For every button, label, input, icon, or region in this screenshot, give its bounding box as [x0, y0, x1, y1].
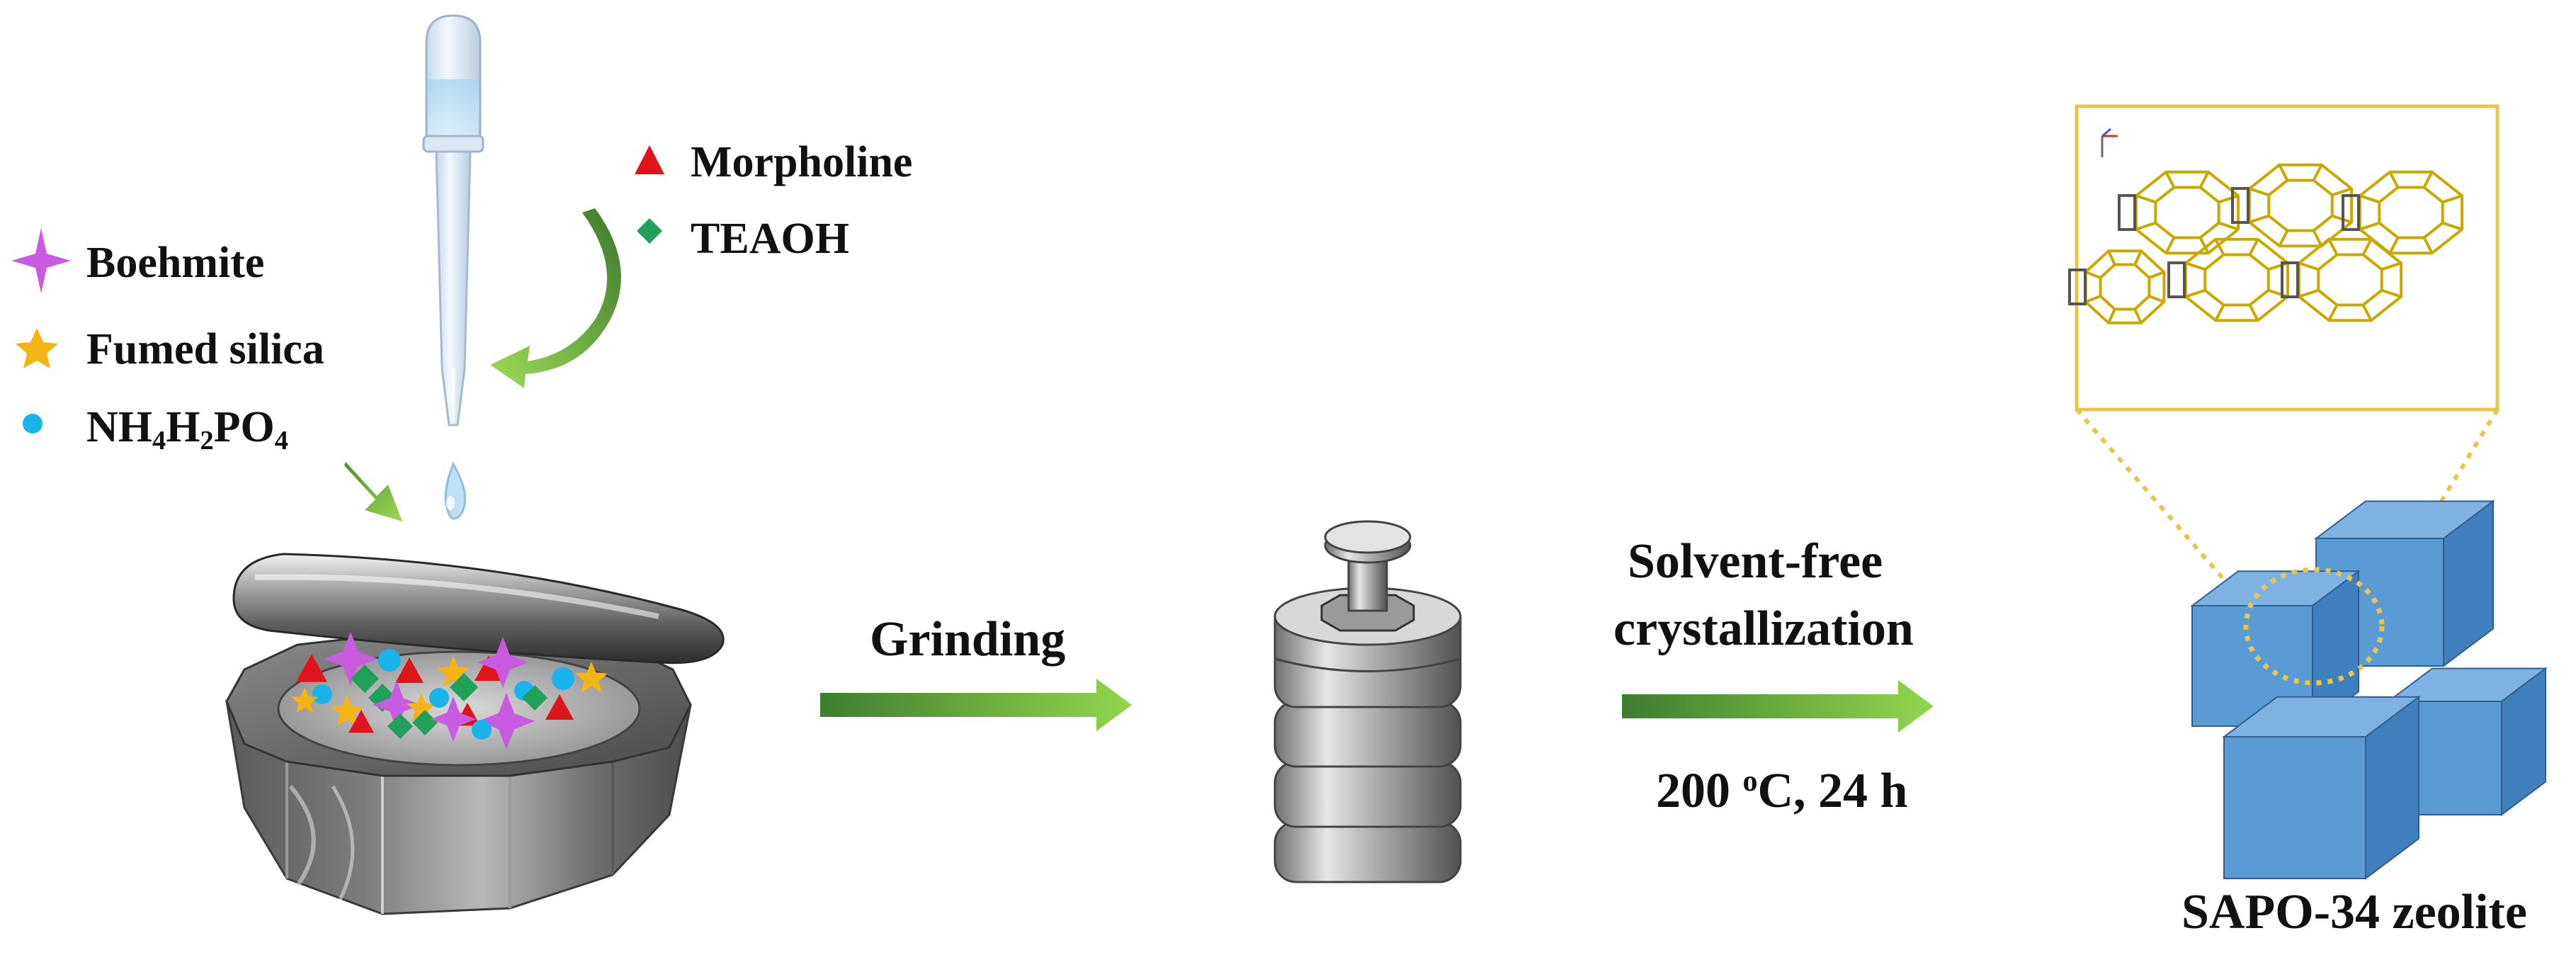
particle-23-boehmite — [431, 696, 476, 742]
particle-13-morpholine — [545, 694, 574, 720]
sapo34-framework-structure — [2068, 163, 2464, 324]
legend-teaoh-label: TEAOH — [691, 215, 849, 263]
crystallization-arrow — [1622, 680, 1934, 733]
framework-cage-1 — [2118, 170, 2240, 255]
framework-cage-3 — [2342, 170, 2464, 255]
particle-8-boehmite — [477, 637, 528, 688]
particle-24-nh4h2po4 — [472, 720, 492, 740]
legend-nh4h2po4-marker — [23, 414, 42, 434]
crystallization-label: crystallization — [1613, 601, 1914, 656]
framework-cage-6 — [2068, 249, 2166, 324]
particle-20-nh4h2po4 — [429, 688, 449, 708]
legend-teaoh-marker — [637, 218, 662, 244]
solvent-free-label: Solvent-free — [1628, 534, 1883, 589]
particle-10-fumed-silica — [575, 662, 608, 693]
zoom-circle — [2243, 567, 2385, 686]
autoclave — [1273, 520, 1462, 883]
particle-27-morpholine — [348, 710, 374, 733]
legend-boehmite-marker — [11, 228, 71, 293]
crystal-cube-back — [2314, 499, 2495, 667]
particle-18-boehmite — [373, 681, 421, 729]
crystal-cube-front — [2222, 695, 2421, 880]
sapo34-crystals — [2190, 499, 2548, 880]
legend-morpholine-label: Morpholine — [691, 138, 913, 186]
legend-boehmite-label: Boehmite — [86, 239, 265, 287]
legend-nh4h2po4-label: NH4H2PO4 — [86, 403, 288, 456]
grinding-arrow — [820, 679, 1132, 731]
particle-16-nh4h2po4 — [312, 684, 332, 704]
particle-0-morpholine — [296, 654, 327, 682]
legend-morpholine-marker — [635, 145, 664, 174]
particle-7-morpholine — [475, 655, 503, 681]
particle-11-nh4h2po4 — [552, 667, 574, 690]
particle-2-teaoh — [351, 665, 379, 693]
mortar-and-pestle — [225, 553, 725, 915]
diagonal-arrow-icon — [344, 462, 402, 521]
particle-1-boehmite — [324, 632, 378, 686]
particle-26-fumed-silica — [291, 687, 318, 713]
liquid-drop-icon — [444, 461, 467, 520]
particle-21-teaoh — [412, 710, 438, 735]
curved-arrow-icon — [490, 208, 621, 388]
conditions-label: 200 oC, 24 h — [1656, 764, 1908, 819]
particle-3-nh4h2po4 — [378, 649, 401, 672]
pipette — [422, 14, 484, 426]
particle-25-teaoh — [387, 713, 413, 739]
particle-15-fumed-silica — [331, 695, 363, 726]
particle-14-boehmite — [478, 693, 535, 750]
particle-6-teaoh — [450, 673, 478, 701]
legend-fumed-silica-marker — [16, 328, 58, 368]
product-label: SAPO-34 zeolite — [2181, 885, 2527, 939]
axis-indicator-icon — [2101, 128, 2118, 157]
framework-cage-5 — [2281, 237, 2403, 322]
grinding-label: Grinding — [870, 612, 1066, 667]
framework-cage-2 — [2231, 163, 2354, 248]
particle-4-morpholine — [395, 657, 424, 683]
particle-12-teaoh — [522, 685, 547, 711]
legend-fumed-silica-label: Fumed silica — [86, 325, 324, 373]
reagent-mixture — [291, 632, 608, 750]
